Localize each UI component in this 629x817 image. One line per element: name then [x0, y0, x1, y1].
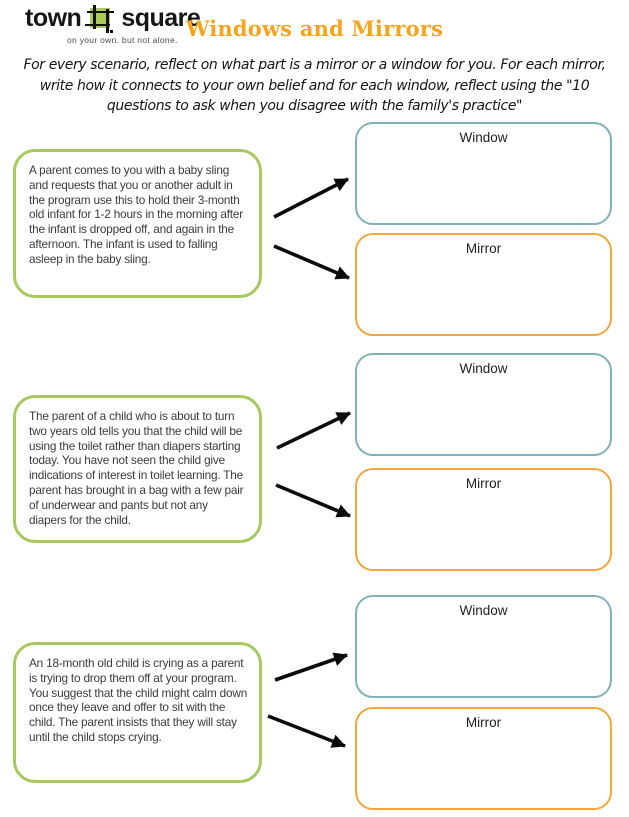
window-2-writing-area[interactable] [361, 381, 606, 450]
mirror-2-writing-area[interactable] [361, 496, 606, 565]
instructions-text: For every scenario, reflect on what part… [23, 57, 606, 114]
window-label: Window [459, 130, 508, 145]
window-label: Window [459, 361, 508, 376]
arrow-scenario3-to-mirror3 [267, 714, 346, 748]
arrow-scenario1-to-window1 [273, 177, 349, 219]
scenario-3-text: An 18-month old child is crying as a par… [29, 656, 248, 744]
arrow-scenario2-to-mirror2 [275, 483, 351, 518]
mirror-3-writing-area[interactable] [361, 735, 606, 804]
mirror-label: Mirror [465, 241, 502, 256]
window-3-writing-area[interactable] [361, 623, 606, 692]
scenario-box-1: A parent comes to you with a baby sling … [13, 149, 262, 298]
mirror-label: Mirror [465, 476, 502, 491]
window-box-2: Window [355, 353, 612, 456]
arrow-scenario1-to-mirror1 [273, 244, 350, 280]
logo-word-town: town [25, 4, 82, 32]
arrow-scenario3-to-window3 [274, 652, 348, 682]
mirror-box-2: Mirror [355, 468, 612, 571]
mirror-box-3: Mirror [355, 707, 612, 810]
scenario-box-2: The parent of a child who is about to tu… [13, 395, 262, 543]
window-hash-icon [85, 4, 116, 33]
mirror-box-1: Mirror [355, 233, 612, 336]
arrow-scenario2-to-window2 [276, 411, 351, 450]
window-label: Window [459, 603, 508, 618]
window-1-writing-area[interactable] [361, 150, 606, 219]
mirror-1-writing-area[interactable] [361, 261, 606, 330]
scenario-2-text: The parent of a child who is about to tu… [29, 409, 244, 527]
logo-tagline: on your own. but not alone. [67, 35, 178, 45]
window-box-3: Window [355, 595, 612, 698]
scenario-1-text: A parent comes to you with a baby sling … [29, 163, 243, 266]
scenario-box-3: An 18-month old child is crying as a par… [13, 642, 262, 783]
window-box-1: Window [355, 122, 612, 225]
logo-word-square: square [121, 4, 201, 32]
mirror-label: Mirror [465, 715, 502, 730]
page-title: Windows and Mirrors [185, 16, 444, 41]
town-square-logo: town square on your own. but not alone. [25, 4, 201, 45]
